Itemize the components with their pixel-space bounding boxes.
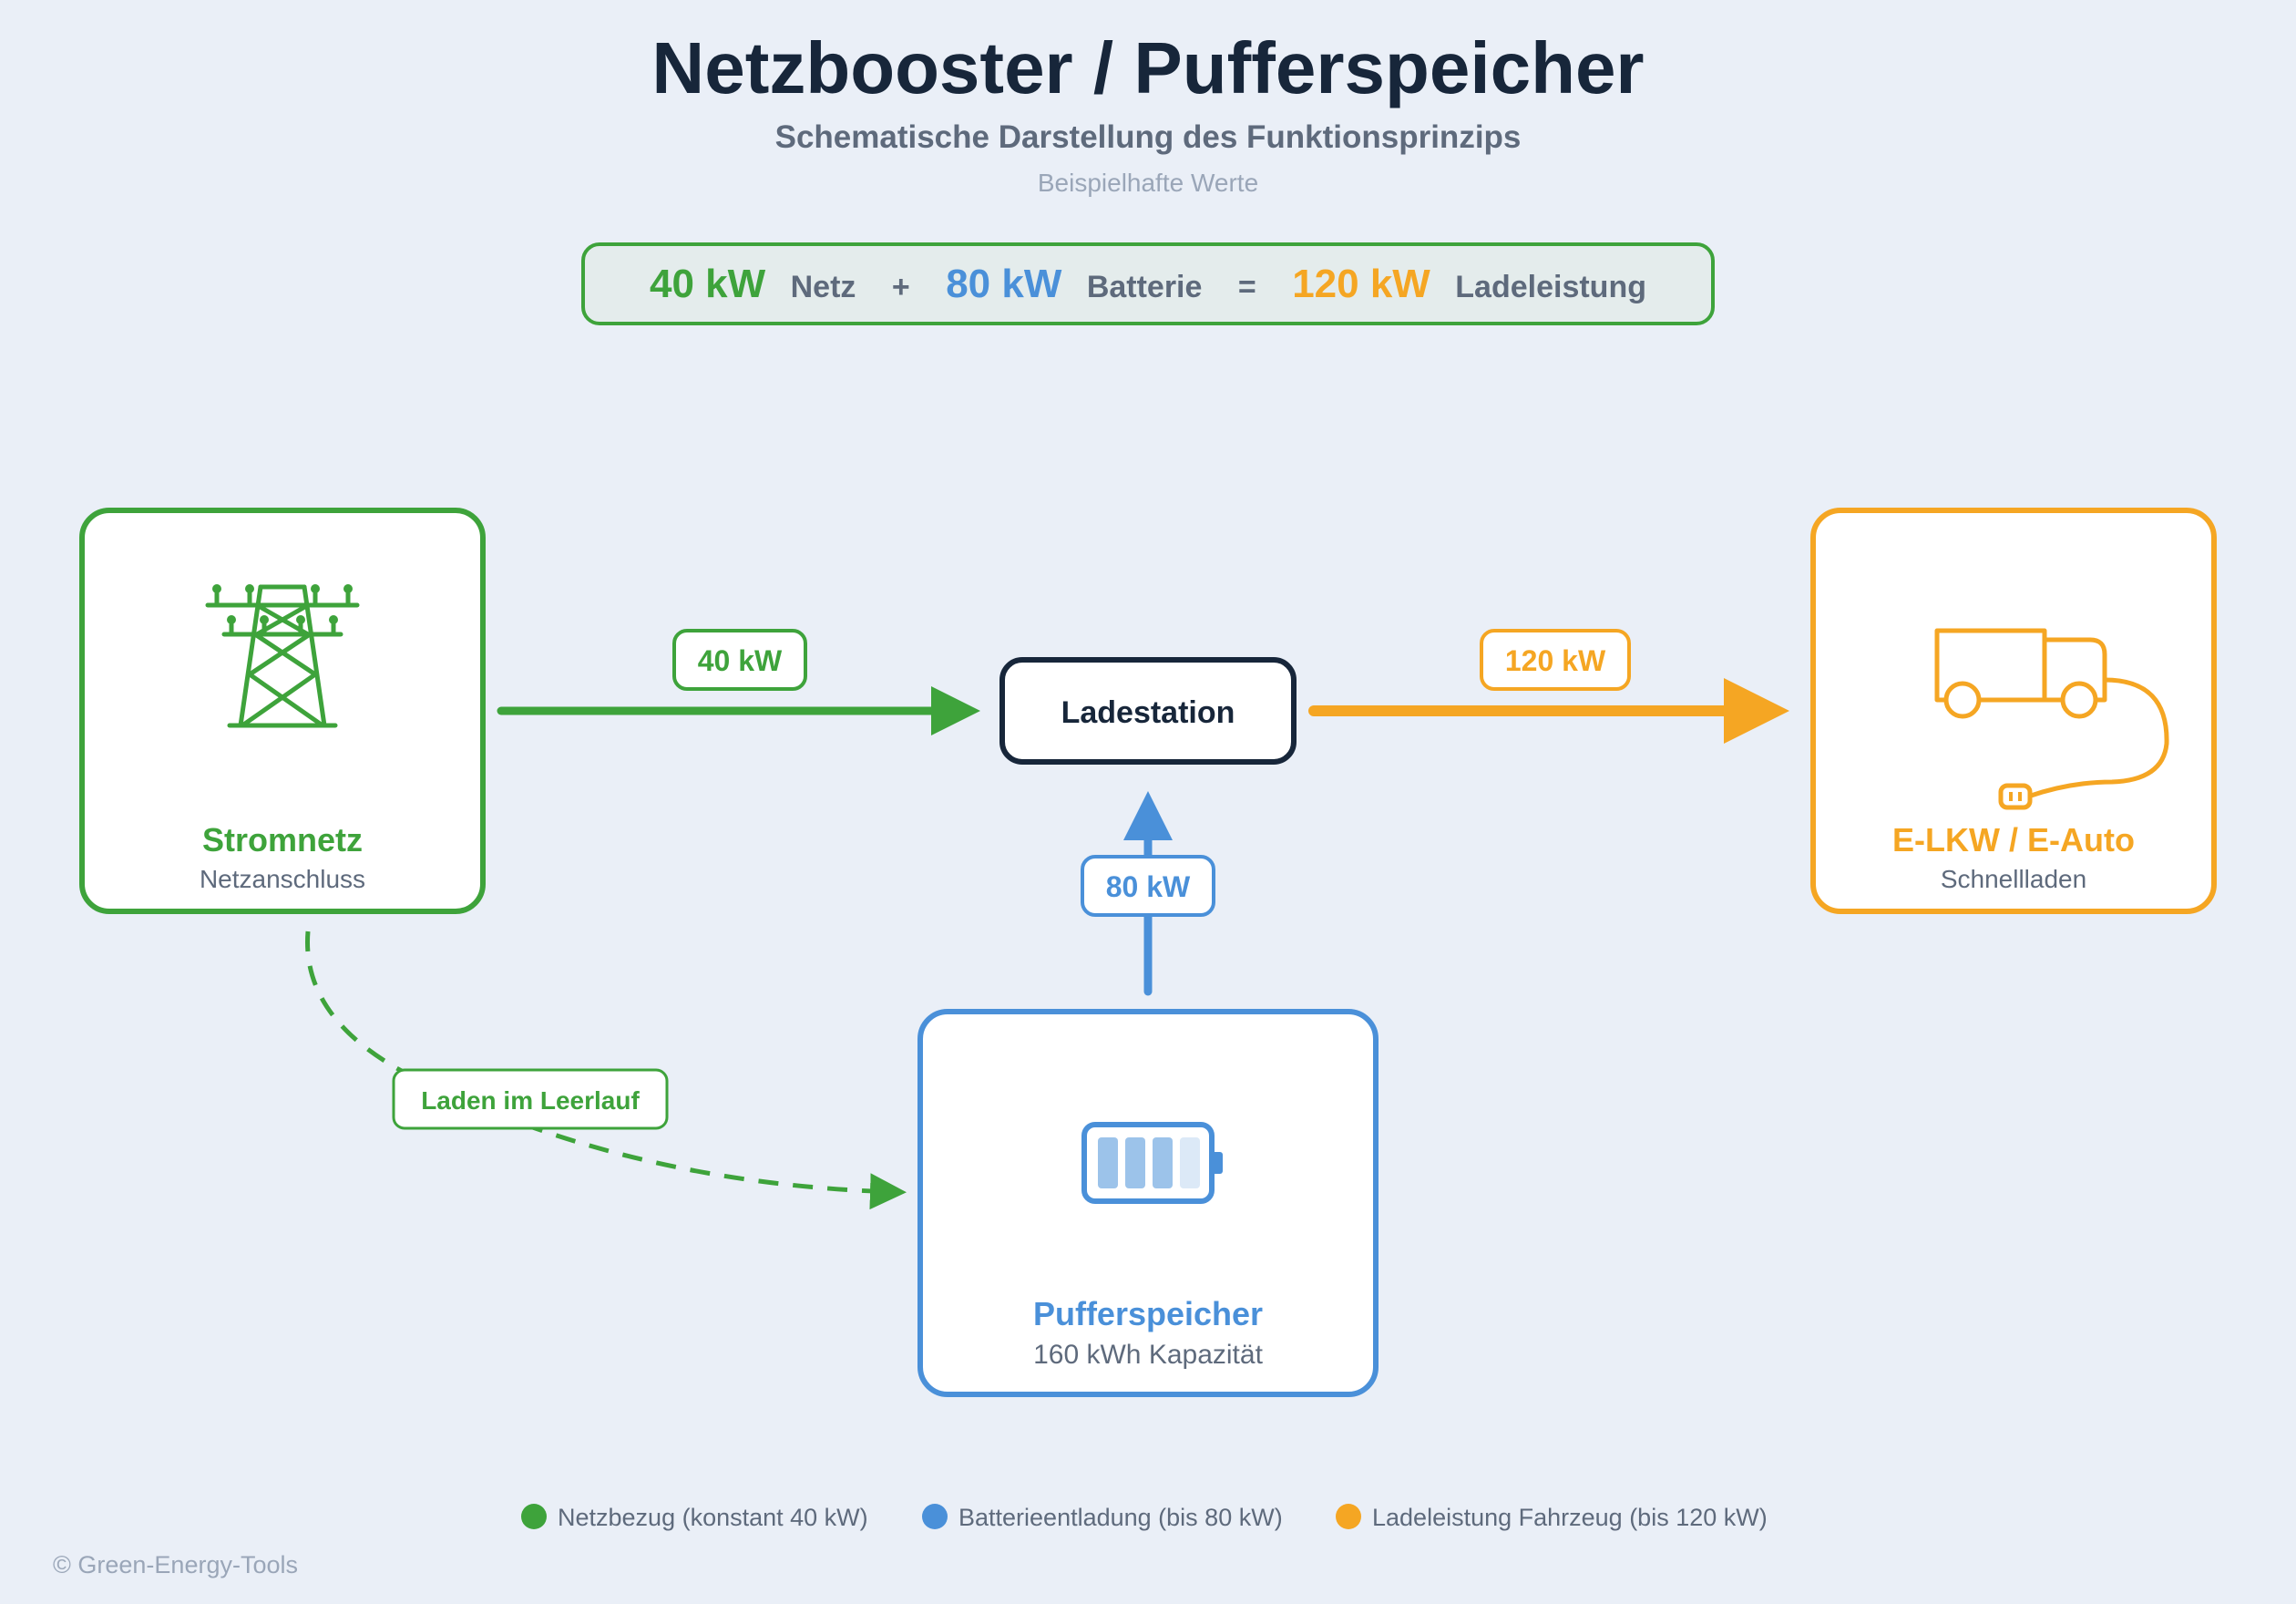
node-storage: Pufferspeicher 160 kWh Kapazität	[917, 1009, 1379, 1397]
grid-title: Stromnetz	[202, 821, 363, 859]
battery-icon	[1081, 1122, 1223, 1204]
page-subtitle: Schematische Darstellung des Funktionspr…	[775, 119, 1522, 155]
legend-swatch-grid	[521, 1504, 547, 1529]
equation-grid-value: 40 kW	[650, 262, 766, 306]
arrow-idle-charging	[305, 931, 907, 1210]
vehicle-subtitle: Schnellladen	[1941, 865, 2086, 893]
equation-banner: 40 kW Netz + 80 kW Batterie = 120 kW Lad…	[581, 242, 1715, 325]
legend-swatch-battery	[922, 1504, 948, 1529]
power-pylon-icon	[205, 584, 360, 728]
equation-equals: =	[1238, 270, 1256, 304]
node-grid: Stromnetz Netzanschluss	[79, 508, 486, 914]
grid-subtitle: Netzanschluss	[200, 865, 365, 893]
svg-text:Ladeleistung Fahrzeug (bis 120: Ladeleistung Fahrzeug (bis 120 kW)	[1372, 1504, 1768, 1531]
equation-grid-label: Netz	[791, 270, 856, 304]
pylon-insulators	[212, 584, 353, 624]
storage-title: Pufferspeicher	[1033, 1295, 1263, 1332]
svg-text:120 kW: 120 kW	[1505, 644, 1606, 677]
storage-subtitle: 160 kWh Kapazität	[1033, 1340, 1263, 1370]
page-title: Netzbooster / Pufferspeicher	[651, 27, 1644, 108]
legend-item-battery: Batterieentladung (bis 80 kW)	[922, 1504, 1283, 1531]
equation-total-label: Ladeleistung	[1455, 270, 1646, 304]
equation-plus: +	[892, 270, 910, 304]
svg-text:80 kW: 80 kW	[1106, 870, 1191, 903]
svg-text:Laden im Leerlauf: Laden im Leerlauf	[421, 1086, 640, 1115]
equation-total-value: 120 kW	[1292, 262, 1430, 306]
equation-battery-label: Batterie	[1087, 270, 1203, 304]
svg-text:40 kW: 40 kW	[698, 644, 783, 677]
station-title: Ladestation	[1061, 695, 1235, 730]
equation-text: 40 kW Netz + 80 kW Batterie = 120 kW Lad…	[650, 262, 1646, 306]
plug-icon	[1998, 783, 2033, 810]
equation-battery-value: 80 kW	[946, 262, 1062, 306]
legend-item-vehicle: Ladeleistung Fahrzeug (bis 120 kW)	[1336, 1504, 1768, 1531]
legend-item-grid: Netzbezug (konstant 40 kW)	[521, 1504, 868, 1531]
charging-cable-icon	[2025, 677, 2169, 799]
flow-label-idle: Laden im Leerlauf	[392, 1068, 669, 1130]
flow-label-storage: 80 kW	[1081, 855, 1215, 917]
legend-swatch-vehicle	[1336, 1504, 1361, 1529]
svg-text:Netzbezug (konstant 40 kW): Netzbezug (konstant 40 kW)	[558, 1504, 868, 1531]
node-station: Ladestation	[999, 657, 1297, 765]
svg-text:Batterieentladung (bis 80 kW): Batterieentladung (bis 80 kW)	[958, 1504, 1283, 1531]
truck-icon	[1934, 628, 2107, 719]
vehicle-title: E-LKW / E-Auto	[1892, 821, 2135, 859]
node-vehicle: E-LKW / E-Auto Schnellladen	[1810, 508, 2217, 914]
flow-label-grid: 40 kW	[672, 629, 807, 691]
legend: Netzbezug (konstant 40 kW) Batterieentla…	[521, 1504, 1768, 1531]
page-note: Beispielhafte Werte	[1038, 169, 1258, 197]
flow-label-vehicle: 120 kW	[1480, 629, 1631, 691]
copyright: © Green-Energy-Tools	[53, 1551, 298, 1578]
